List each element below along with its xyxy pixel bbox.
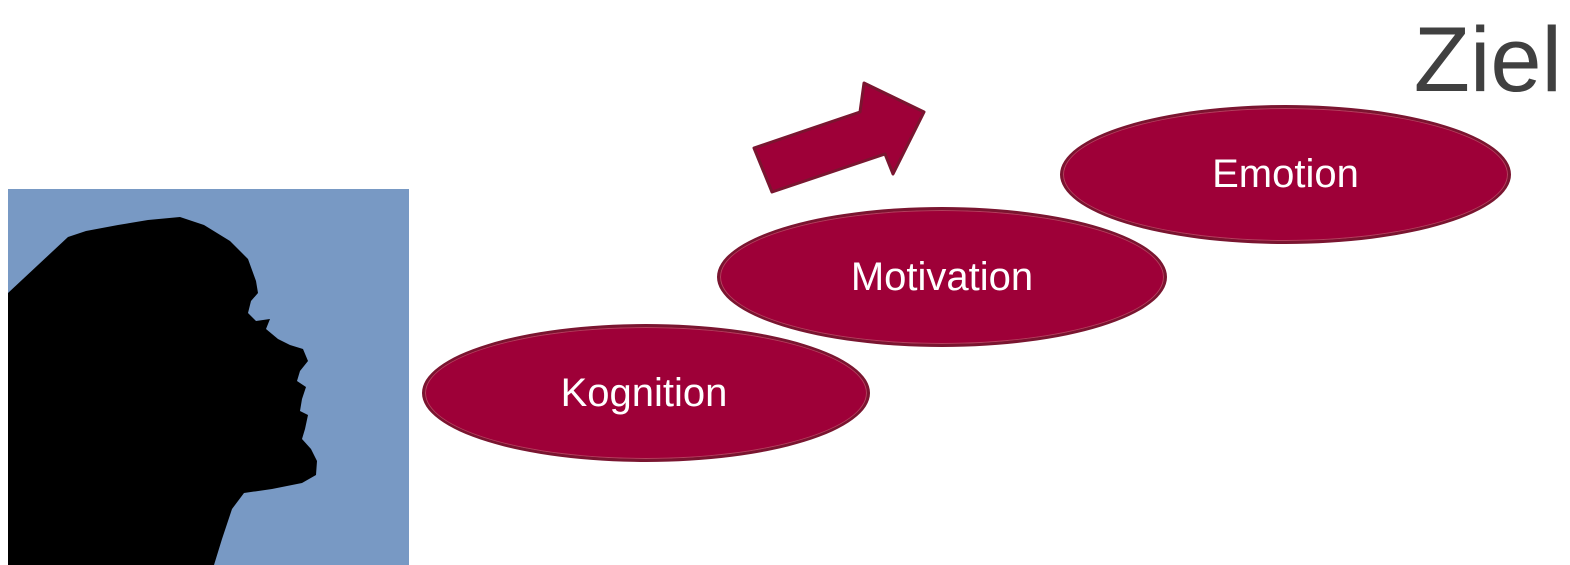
step-motivation-label: Motivation (850, 254, 1034, 299)
head-profile-shape (8, 217, 317, 565)
head-silhouette-image (8, 189, 409, 565)
arrow-up-right-icon (752, 81, 926, 194)
step-kognition-label: Kognition (560, 370, 728, 415)
arrow-shape (752, 81, 926, 194)
step-emotion-label: Emotion (1212, 152, 1359, 196)
head-silhouette-icon (8, 189, 409, 565)
progress-arrow (740, 70, 940, 200)
step-emotion: Emotion (1060, 105, 1511, 244)
step-motivation: Motivation (717, 207, 1167, 347)
diagram-title: Ziel (1413, 9, 1562, 111)
step-kognition: Kognition (422, 324, 870, 462)
